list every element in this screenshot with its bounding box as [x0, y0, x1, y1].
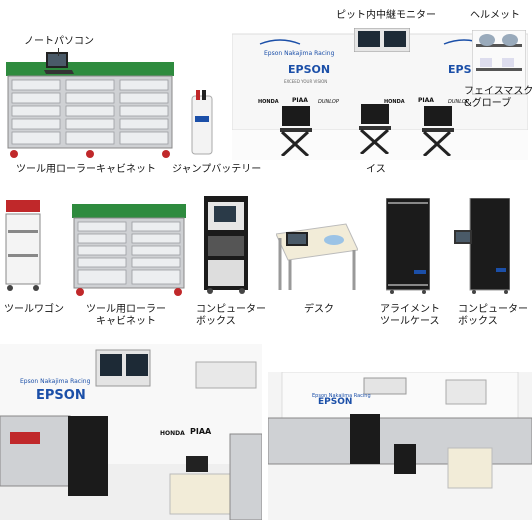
notebook-pc-photo — [44, 52, 74, 76]
backdrop-dunlop-right: DUNLOP — [448, 99, 469, 105]
computer-box-photo-2 — [454, 198, 510, 294]
jump-battery-label: ジャンプバッテリー — [172, 164, 262, 175]
chair-label: イス — [366, 164, 386, 175]
face-mask-label-line1: フェイスマスク — [464, 86, 532, 97]
backdrop-honda-right: HONDA — [384, 99, 405, 105]
tool-roller-cabinet-photo — [6, 62, 174, 160]
backdrop-team-text: Epson Nakajima Racing — [264, 50, 335, 57]
tool-roller-cabinet-top-label: ツール用ローラーキャビネット — [16, 164, 156, 175]
computer-box-photo — [204, 196, 248, 294]
computer-box-label-line2: ボックス — [196, 316, 236, 327]
tool-wagon-label: ツールワゴン — [4, 304, 64, 315]
tool-roller-cabinet-label-line1: ツール用ローラー — [86, 304, 166, 315]
alignment-case-label-line2: ツールケース — [380, 316, 440, 327]
backdrop-tagline: EXCEED YOUR VISION — [284, 79, 328, 84]
backdrop-dunlop: DUNLOP — [318, 99, 339, 105]
chair-photo-2 — [358, 104, 392, 154]
alignment-case-label-line1: アライメント — [380, 304, 440, 315]
photo-left-team-text: Epson Nakajima Racing — [20, 378, 91, 385]
backdrop-piaa: PIAA — [292, 97, 308, 104]
tool-roller-cabinet-label-line2: キャビネット — [96, 316, 156, 327]
helmet-shelf-photo — [472, 30, 526, 96]
backdrop-epson-logo: EPSON — [288, 63, 331, 76]
tool-wagon-photo — [4, 200, 42, 292]
desk-photo — [276, 220, 358, 292]
pit-monitor-label: ピット内中継モニター — [336, 10, 436, 21]
pit-diorama-photo-left — [0, 344, 262, 520]
computer-box2-label-line1: コンピューター — [458, 304, 528, 315]
notebook-pc-label: ノートパソコン — [24, 36, 94, 47]
tool-roller-cabinet-photo-2 — [72, 204, 186, 296]
alignment-case-photo — [386, 198, 430, 294]
backdrop-honda: HONDA — [258, 99, 279, 105]
backdrop-piaa-right: PIAA — [418, 97, 434, 104]
helmet-label: ヘルメット — [470, 10, 520, 21]
face-mask-label-line2: &グローブ — [464, 98, 512, 109]
photo-right-team-text: Epson Nakajima Racing — [312, 393, 371, 399]
pit-monitor-photo — [354, 28, 410, 52]
notebook-pc-leader-line — [58, 48, 59, 56]
photo-left-epson: EPSON — [36, 388, 86, 403]
photo-left-honda: HONDA — [160, 430, 185, 437]
jump-battery-photo — [188, 90, 216, 156]
photo-right-epson: EPSON — [318, 397, 353, 407]
chair-photo-1 — [278, 106, 314, 156]
photo-left-piaa: PIAA — [190, 427, 212, 436]
computer-box2-label-line2: ボックス — [458, 316, 498, 327]
pit-diorama-photo-right — [268, 372, 532, 520]
computer-box-label-line1: コンピューター — [196, 304, 266, 315]
chair-photo-3 — [420, 106, 456, 156]
desk-label: デスク — [304, 304, 334, 315]
